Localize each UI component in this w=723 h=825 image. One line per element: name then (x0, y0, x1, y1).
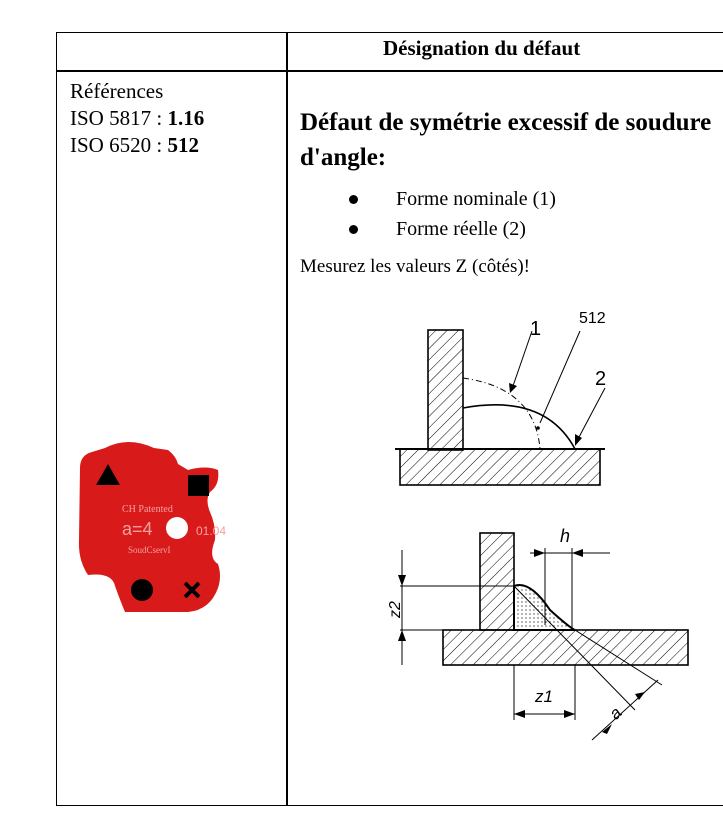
base-plate (442, 629, 689, 666)
label-512: 512 (579, 310, 606, 327)
iso5817-reference: ISO 5817 : 1.16 (70, 106, 205, 130)
gauge-brand-text: SoudCservI (128, 545, 171, 555)
circle-hole-icon (166, 517, 188, 539)
z2-label: z2 (387, 601, 404, 619)
defect-title: Défaut de symétrie excessif de soudure d… (300, 109, 712, 171)
measurement-instruction: Mesurez les valeurs Z (côtés)! (300, 256, 531, 277)
gauge-patent-text: CH Patented (122, 504, 173, 515)
vertical-plate (427, 329, 464, 451)
references-block: Références ISO 5817 : 1.16 ISO 6520 : 51… (70, 78, 204, 159)
a-label: a (605, 703, 625, 723)
list-item: Forme réelle (2) (345, 214, 556, 244)
gauge-a-label: a=4 (122, 519, 153, 539)
list-item: Forme nominale (1) (345, 184, 556, 214)
label-2: 2 (595, 368, 606, 390)
defect-table (56, 32, 723, 806)
gauge-code: 01.04 (196, 524, 226, 538)
iso6520-reference: ISO 6520 : 512 (70, 133, 199, 157)
table-header-title: Désignation du défaut (383, 36, 581, 60)
defect-bullet-list: Forme nominale (1) Forme réelle (2) (345, 184, 556, 244)
actual-shape-line (462, 404, 576, 450)
h-label: h (560, 526, 570, 546)
bullet-icon (349, 224, 358, 234)
table-header-divider (56, 70, 723, 72)
nominal-shape-line (462, 377, 541, 450)
triangle-icon (96, 464, 120, 485)
label-1: 1 (530, 318, 541, 340)
weld-gauge-image: CH Patented a=4 01.04 SoudCservI (78, 442, 226, 612)
fillet-weld-shape-diagram: 1 512 2 (395, 310, 606, 486)
z1-label: z1 (534, 687, 553, 706)
vertical-plate (479, 532, 515, 631)
references-label: Références (70, 79, 164, 103)
circle-icon (131, 579, 153, 601)
base-plate (399, 448, 601, 486)
fillet-weld-dimensions-diagram: z2 h z1 a (387, 526, 689, 741)
bullet-icon (349, 194, 358, 204)
square-icon (188, 475, 209, 496)
table-column-divider (286, 32, 288, 806)
cross-icon (183, 581, 201, 599)
